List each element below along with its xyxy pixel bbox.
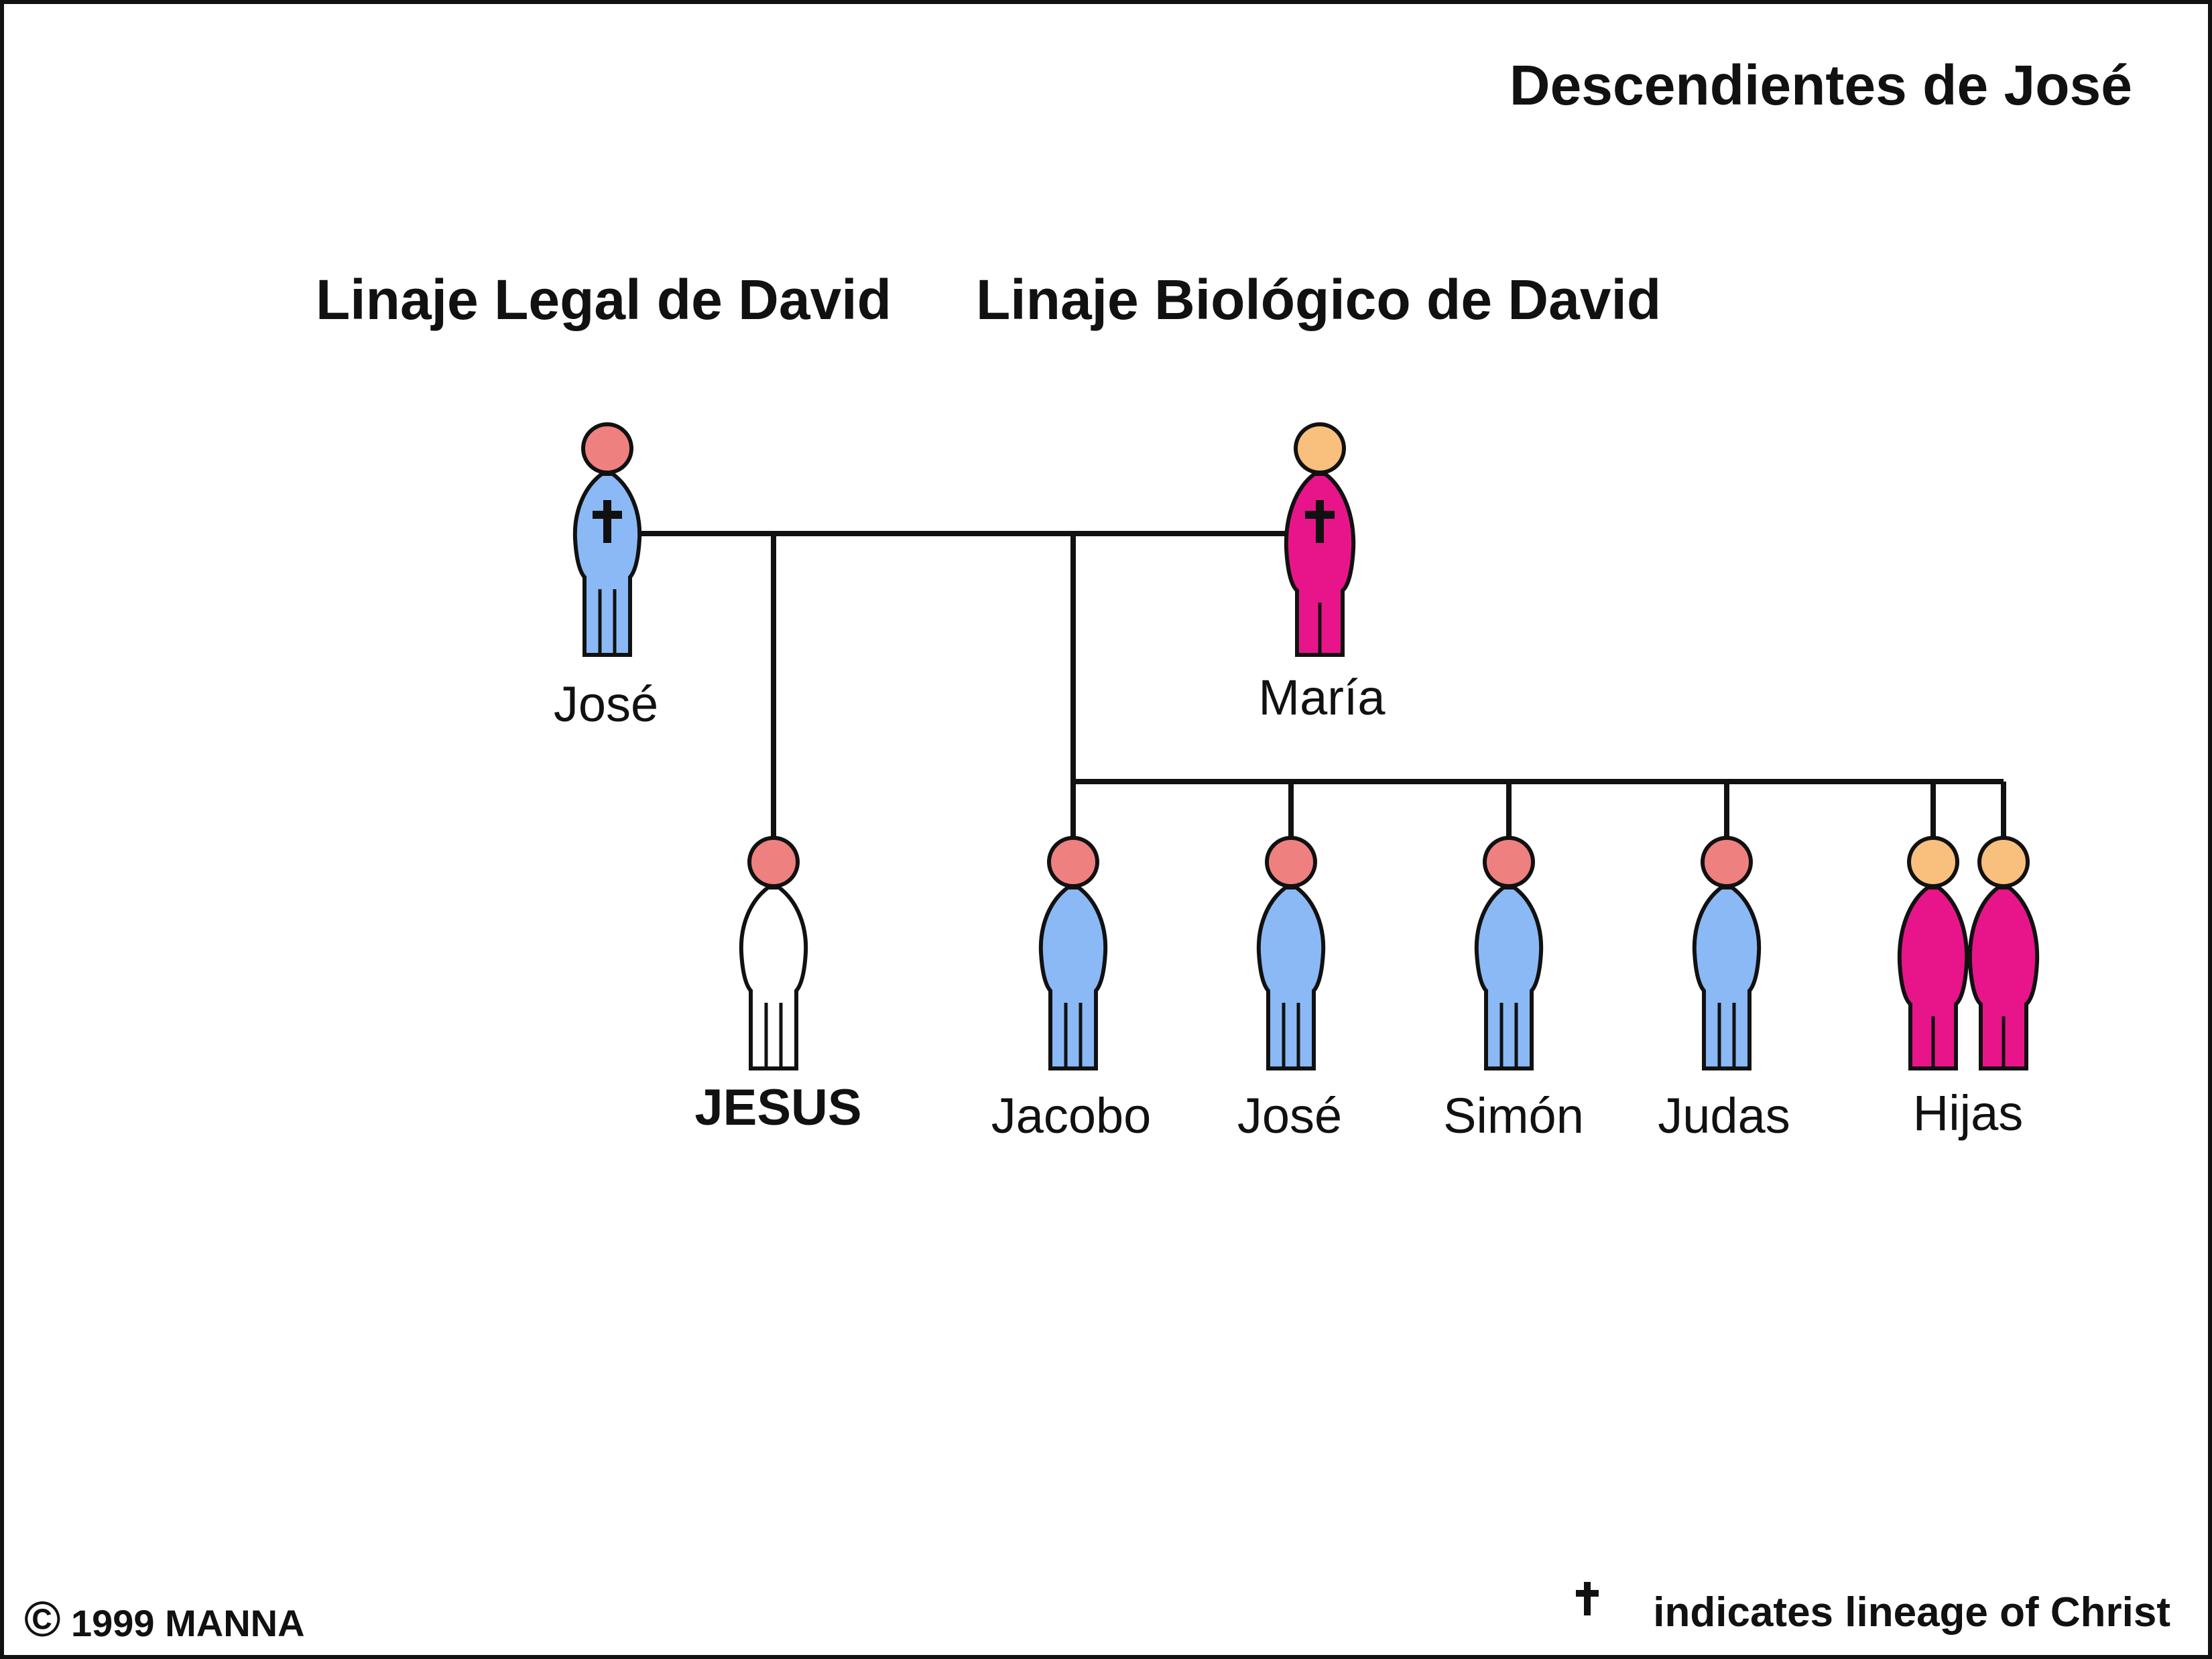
label-jose-son: José: [1237, 1088, 1342, 1144]
person-maria: [1284, 422, 1356, 657]
cross-icon: [593, 500, 622, 543]
person-jacobo: [1038, 836, 1108, 1070]
simon-head: [1483, 836, 1535, 888]
label-hijas: Hijas: [1913, 1085, 2023, 1141]
legend: indicates lineage of Christ: [1576, 1582, 2170, 1636]
copyright-text: 1999 MANNA: [71, 1602, 305, 1644]
diagram-title: Descendientes de José: [1510, 54, 2132, 117]
jesus-head: [747, 836, 800, 888]
person-jose-father: [572, 422, 642, 657]
jose-father-head: [581, 422, 633, 475]
jose-son-head: [1265, 836, 1317, 888]
daughter-2-head: [1977, 836, 2030, 888]
person-jose-son: [1256, 836, 1326, 1070]
person-judas: [1692, 836, 1762, 1070]
judas-body: [1692, 885, 1762, 1070]
copyright: © 1999 MANNA: [24, 1591, 305, 1647]
maria-body: [1284, 472, 1356, 657]
label-simon: Simón: [1443, 1088, 1584, 1144]
family-tree: Descendientes de José Linaje Legal de Da…: [24, 54, 2170, 1647]
person-simon: [1474, 836, 1544, 1070]
person-hijas: [1897, 836, 2040, 1070]
legal-lineage-header: Linaje Legal de David: [316, 268, 892, 331]
jacobo-head: [1047, 836, 1099, 888]
label-jose-father: José: [554, 676, 658, 732]
jesus-body: [739, 885, 808, 1070]
daughter-1-body: [1897, 885, 1969, 1070]
legend-text: indicates lineage of Christ: [1653, 1589, 2170, 1636]
daughter-2-body: [1967, 885, 2040, 1070]
jose-father-body: [572, 472, 642, 657]
copyright-symbol: ©: [24, 1591, 61, 1647]
daughter-1-head: [1907, 836, 1959, 888]
daughter-1: [1897, 836, 1969, 1070]
biological-lineage-header: Linaje Biológico de David: [976, 268, 1661, 331]
label-maria: María: [1258, 670, 1386, 725]
label-jesus: JESUS: [694, 1079, 861, 1136]
judas-head: [1701, 836, 1753, 888]
label-judas: Judas: [1658, 1088, 1790, 1144]
daughter-2: [1967, 836, 2040, 1070]
person-jesus: [739, 836, 808, 1070]
connector-lines: [639, 531, 2006, 841]
simon-body: [1474, 885, 1544, 1070]
jose-son-body: [1256, 885, 1326, 1070]
cross-icon: [1576, 1582, 1599, 1615]
jacobo-body: [1038, 885, 1108, 1070]
maria-head: [1294, 422, 1346, 475]
cross-icon: [1305, 500, 1335, 543]
label-jacobo: Jacobo: [991, 1088, 1152, 1144]
